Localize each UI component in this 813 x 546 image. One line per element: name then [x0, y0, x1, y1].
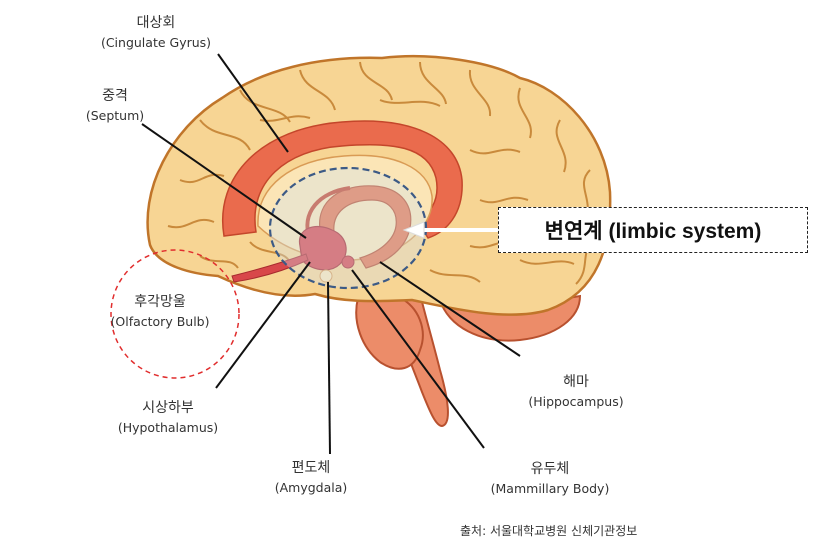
label-septum: 중격 (Septum)	[84, 87, 146, 125]
label-hippocampus: 해마 (Hippocampus)	[524, 373, 628, 411]
olfactory-highlight-circle	[110, 249, 240, 379]
label-hippocampus-ko: 해마	[563, 374, 589, 390]
cerebellum-shape	[355, 297, 424, 370]
label-mammillary-en: (Mammillary Body)	[490, 481, 610, 496]
label-mammillary-ko: 유두체	[530, 461, 570, 477]
amygdala-shape	[319, 269, 333, 283]
limbic-core-shape	[298, 225, 347, 271]
limbic-highlight-ellipse	[268, 166, 428, 290]
label-cingulate-en: (Cingulate Gyrus)	[100, 35, 212, 50]
gyri-folds	[167, 61, 597, 285]
mammillary-body-shape	[341, 255, 355, 269]
olfactory-bulb-shape	[231, 253, 309, 283]
label-hypothalamus-ko: 시상하부	[142, 400, 194, 416]
label-olfactory-en: (Olfactory Bulb)	[110, 314, 210, 329]
label-cingulate-ko: 대상회	[136, 15, 176, 31]
limbic-arrow-head	[402, 221, 425, 239]
label-olfactory-bulb: 후각망울 (Olfactory Bulb)	[102, 293, 218, 331]
leader-lines	[141, 53, 521, 455]
label-hippocampus-en: (Hippocampus)	[528, 394, 624, 409]
label-cingulate-gyrus: 대상회 (Cingulate Gyrus)	[100, 14, 212, 52]
label-septum-en: (Septum)	[85, 108, 145, 123]
label-olfactory-ko: 후각망울	[134, 294, 186, 310]
label-hypothalamus: 시상하부 (Hypothalamus)	[112, 399, 224, 437]
hippocampus-shape	[319, 185, 412, 269]
label-mammillary-body: 유두체 (Mammillary Body)	[488, 460, 612, 498]
limbic-system-callout: 변연계 (limbic system)	[498, 207, 808, 253]
label-septum-ko: 중격	[102, 88, 128, 104]
label-amygdala: 편도체 (Amygdala)	[268, 459, 354, 497]
cingulate-gyrus-shape	[222, 120, 463, 239]
source-caption: 출처: 서울대학교병원 신체기관정보	[460, 524, 638, 538]
label-amygdala-ko: 편도체	[291, 460, 331, 476]
label-hypothalamus-en: (Hypothalamus)	[117, 420, 219, 435]
label-amygdala-en: (Amygdala)	[274, 480, 348, 495]
